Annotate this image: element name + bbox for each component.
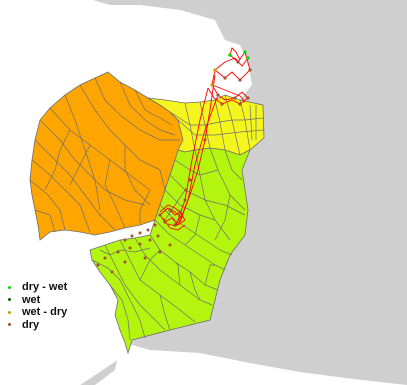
legend: dry - wet wet wet - dry dry: [8, 281, 67, 331]
legend-swatch: [8, 298, 11, 302]
legend-swatch: [8, 310, 11, 314]
legend-label: wet: [22, 293, 41, 306]
legend-label: dry - wet: [22, 281, 68, 294]
legend-item: dry - wet: [8, 281, 67, 294]
legend-swatch: [8, 285, 11, 289]
legend-label: wet - dry: [22, 306, 68, 319]
legend-swatch: [8, 323, 11, 327]
legend-item: wet: [8, 294, 67, 307]
legend-label: dry: [22, 318, 40, 331]
green-zone-borders: [91, 147, 246, 341]
sea-area: [80, 0, 407, 385]
observation-points: [96, 50, 252, 274]
yellow-zone-borders: [169, 94, 265, 156]
movement-tracks: [159, 47, 251, 231]
legend-item: dry: [8, 319, 67, 332]
green-zone: [89, 147, 251, 355]
orange-zone-borders: [29, 77, 180, 233]
legend-item: wet - dry: [8, 306, 67, 319]
